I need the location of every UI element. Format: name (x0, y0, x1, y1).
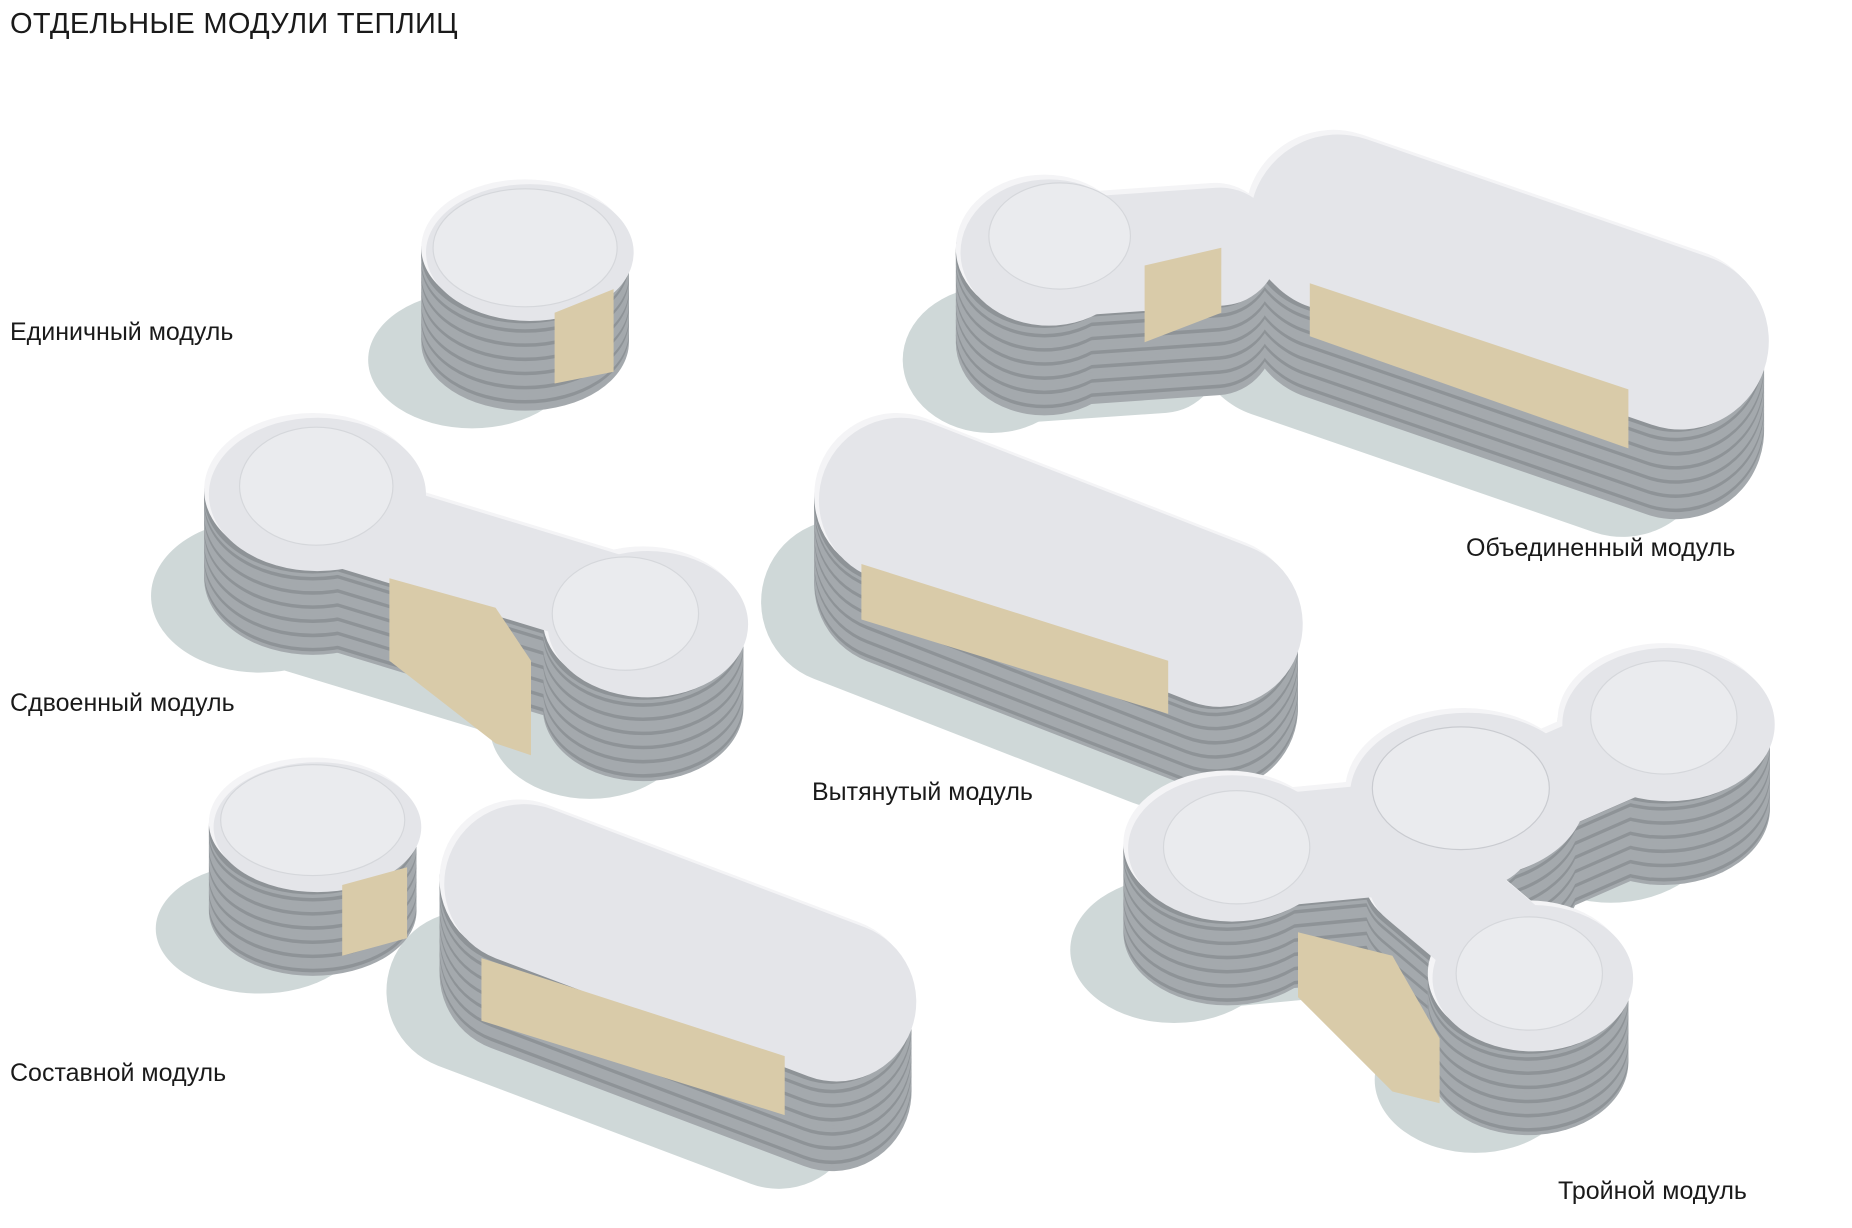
skylight (432, 188, 618, 308)
label-elongated-module: Вытянутый модуль (812, 778, 1033, 806)
label-merged-module: Объединенный модуль (1466, 534, 1736, 562)
skylight (1162, 790, 1311, 905)
wood-panel (554, 289, 614, 384)
modules-scene (151, 175, 1775, 1153)
wood-panel (861, 564, 1169, 714)
page-title: ОТДЕЛЬНЫЕ МОДУЛИ ТЕПЛИЦ (10, 8, 458, 40)
wood-panel (481, 958, 785, 1116)
label-single-module: Единичный модуль (10, 318, 234, 346)
skylight (220, 764, 406, 877)
label-double-module: Сдвоенный модуль (10, 689, 235, 717)
skylight (1590, 660, 1738, 775)
skylight (1455, 916, 1604, 1031)
skylight (238, 426, 394, 546)
label-triple-module: Тройной модуль (1558, 1177, 1747, 1205)
skylight (1371, 726, 1550, 851)
wood-panel (389, 578, 531, 756)
skylight (988, 182, 1132, 290)
wood-panel (1309, 283, 1629, 449)
roof (524, 884, 837, 1002)
wood-panel (1298, 932, 1440, 1104)
wood-panel (1144, 247, 1222, 343)
label-composite-module: Составной модуль (10, 1059, 227, 1087)
skylight (551, 556, 700, 671)
wood-panel (342, 867, 408, 956)
